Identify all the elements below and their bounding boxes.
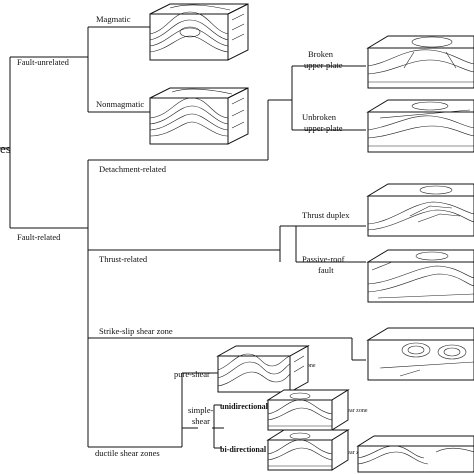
block-nonmagmatic: [149, 87, 249, 145]
block-passive-roof-fault: [366, 249, 474, 303]
simple-shear-label-1: simple-: [188, 405, 214, 415]
strike-slip-label: Strike-slip shear zone: [99, 326, 173, 336]
detachment-related-label: Detachment-related: [99, 164, 167, 174]
broken-label-1: Broken: [308, 49, 334, 59]
fault-related-label: Fault-related: [17, 232, 61, 242]
broken-label-2: upper-plate: [304, 60, 343, 70]
block-magmatic: [149, 3, 249, 61]
passive-roof-label-2: fault: [318, 265, 334, 275]
shear-zone-label-uni: shear zone: [342, 408, 368, 414]
block-strike-slip: [366, 327, 474, 381]
block-bidirectional: [266, 429, 350, 471]
block-broken-upper-plate: [366, 35, 474, 89]
fault-unrelated-label: Fault-unrelated: [17, 57, 70, 67]
unbroken-label-1: Unbroken: [302, 112, 337, 122]
shear-zone-label-bi: shear zone: [342, 450, 368, 456]
magmatic-label: Magmatic: [96, 14, 131, 24]
simple-shear-label-2: shear: [192, 416, 210, 426]
block-unidirectional: [266, 389, 350, 431]
thrust-duplex-label: Thrust duplex: [302, 210, 350, 220]
ductile-shear-zones-label: ductile shear zones: [95, 448, 160, 458]
block-thrust-duplex: [366, 183, 474, 237]
unidirectional-label: unidirectional: [220, 402, 269, 411]
block-radial: [356, 435, 474, 473]
root-label: es: [0, 141, 11, 156]
pure-shear-label: pure-shear: [174, 369, 210, 379]
tree-labels: es Fault-unrelated Magmatic Nonmagmatic …: [0, 14, 449, 466]
tree-lines: [0, 26, 428, 449]
unbroken-label-2: upper-plate: [304, 123, 343, 133]
block-unbroken-upper-plate: [366, 99, 474, 153]
block-pure-shear: [216, 345, 310, 393]
bidirectional-label: bi-directional: [220, 445, 267, 454]
passive-roof-label-1: Passive-roof: [302, 254, 345, 264]
thrust-related-label: Thrust-related: [99, 254, 148, 264]
nonmagmatic-label: Nonmagmatic: [96, 99, 144, 109]
